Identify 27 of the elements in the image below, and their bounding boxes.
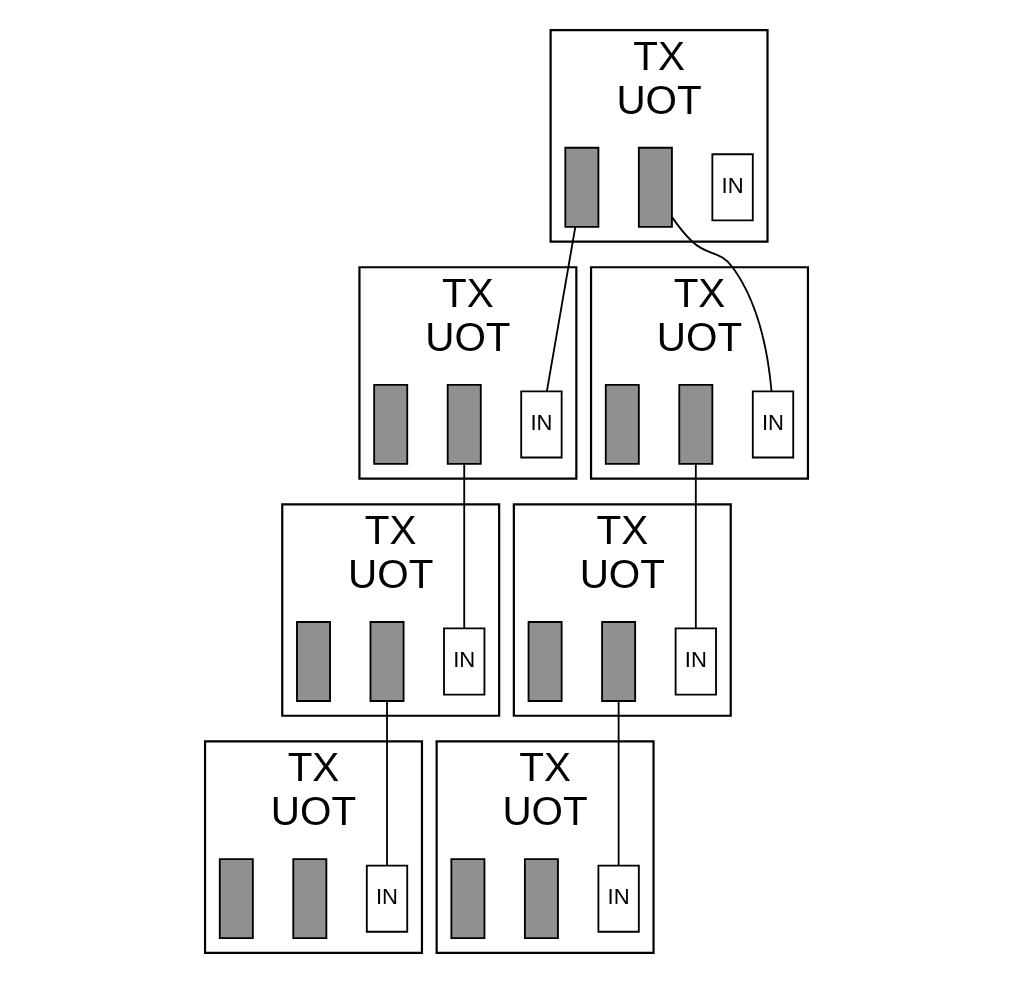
- node-box: IN: [597, 864, 640, 933]
- node-bar: [296, 621, 331, 702]
- node-box: IN: [674, 627, 717, 696]
- node-bar: [678, 383, 714, 465]
- node-box: IN: [365, 864, 409, 933]
- node-bar: [446, 383, 482, 465]
- node-bar: [564, 146, 600, 228]
- node-bar: [369, 621, 405, 702]
- node-bar: [527, 621, 563, 702]
- node-bar: [292, 858, 328, 940]
- node-bar: [450, 858, 486, 940]
- node-box: IN: [443, 627, 486, 696]
- node-box: IN: [751, 390, 795, 459]
- node-bar: [637, 146, 673, 228]
- node-bar: [373, 383, 409, 465]
- connector: [694, 463, 697, 630]
- node-bar: [601, 621, 637, 702]
- node-box: IN: [520, 390, 563, 459]
- connector: [617, 700, 620, 867]
- node-box: IN: [711, 153, 754, 222]
- connector: [463, 463, 466, 630]
- node-bar: [604, 383, 640, 465]
- node-bar: [218, 858, 254, 940]
- connector: [386, 700, 388, 867]
- node-bar: [523, 858, 559, 940]
- connector: [545, 226, 577, 393]
- connector: [671, 216, 773, 393]
